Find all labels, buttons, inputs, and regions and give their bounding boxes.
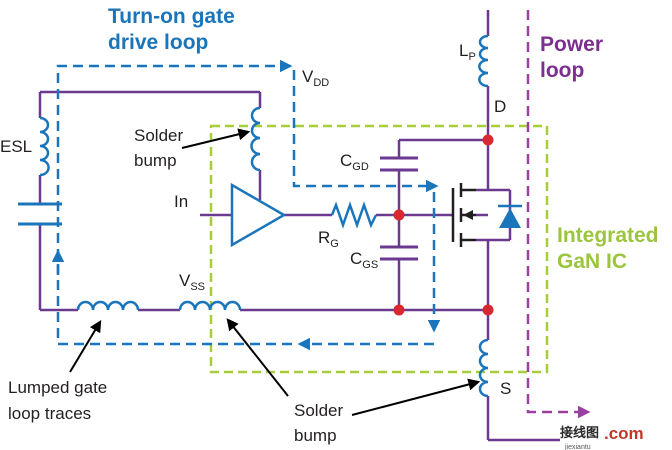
body-diode [498, 204, 522, 228]
top-solder-callout-line [181, 128, 251, 149]
source-label: S [500, 379, 511, 398]
gate-loop-to-gate-path [292, 70, 439, 193]
gate-loop-title-line1: Turn-on gate [108, 5, 235, 28]
gan-fet-symbol [451, 183, 476, 247]
input-label: In [174, 192, 188, 211]
cgs-capacitor [380, 245, 418, 261]
gate-loop-top-path [56, 59, 293, 275]
cgd-label: CGD [340, 151, 369, 173]
svg-text:接线图: 接线图 [560, 425, 599, 440]
svg-text:jiexiantu: jiexiantu [564, 444, 591, 450]
bottom-solder-callout-line-1 [226, 318, 289, 397]
watermark: 接线图 .com jiexiantu [560, 424, 644, 450]
bottom-solder-callout-line-2 [351, 378, 481, 416]
cgs-label: CGS [350, 249, 378, 271]
source-inductor [478, 338, 489, 398]
cgd-capacitor [380, 156, 418, 172]
top-solder-bump-label-line1: Solder [134, 126, 183, 145]
lumped-gate-trace-inductor [76, 300, 140, 311]
lp-inductor [478, 34, 489, 88]
drain-label: D [494, 97, 506, 116]
lp-label: LP [459, 41, 476, 63]
rg-resistor [330, 201, 378, 229]
power-loop-path [526, 10, 591, 419]
gate-driver-buffer [230, 182, 287, 248]
esl-label: ESL [0, 137, 32, 156]
vdd-label: VDD [302, 67, 329, 89]
lumped-traces-label-line1: Lumped gate [8, 378, 107, 397]
power-loop-title-line2: loop [540, 59, 584, 82]
esl-inductor [39, 116, 50, 177]
gate-loop-bottom-path [51, 249, 292, 346]
lumped-callout-line [69, 319, 102, 373]
bottom-solder-bump-label-line1: Solder [294, 401, 343, 420]
gate-loop-title-line2: drive loop [108, 31, 208, 54]
vss-label: VSS [179, 271, 205, 293]
ic-title-line1: Integrated [557, 224, 659, 247]
bottom-solder-bump-inductor [178, 300, 242, 311]
esl-decoupling-capacitor [18, 202, 62, 226]
top-solder-bump-inductor [250, 106, 261, 172]
svg-text:.com: .com [604, 424, 644, 443]
junction-nodes [393, 134, 494, 316]
ic-title-line2: GaN IC [557, 250, 627, 273]
gan-ic-boundary [209, 124, 549, 374]
lumped-traces-label-line2: loop traces [8, 404, 91, 423]
power-loop-title-line1: Power [540, 33, 603, 56]
top-solder-bump-label-line2: bump [134, 151, 177, 170]
bottom-solder-bump-label-line2: bump [294, 426, 337, 445]
rg-label: RG [318, 228, 339, 250]
